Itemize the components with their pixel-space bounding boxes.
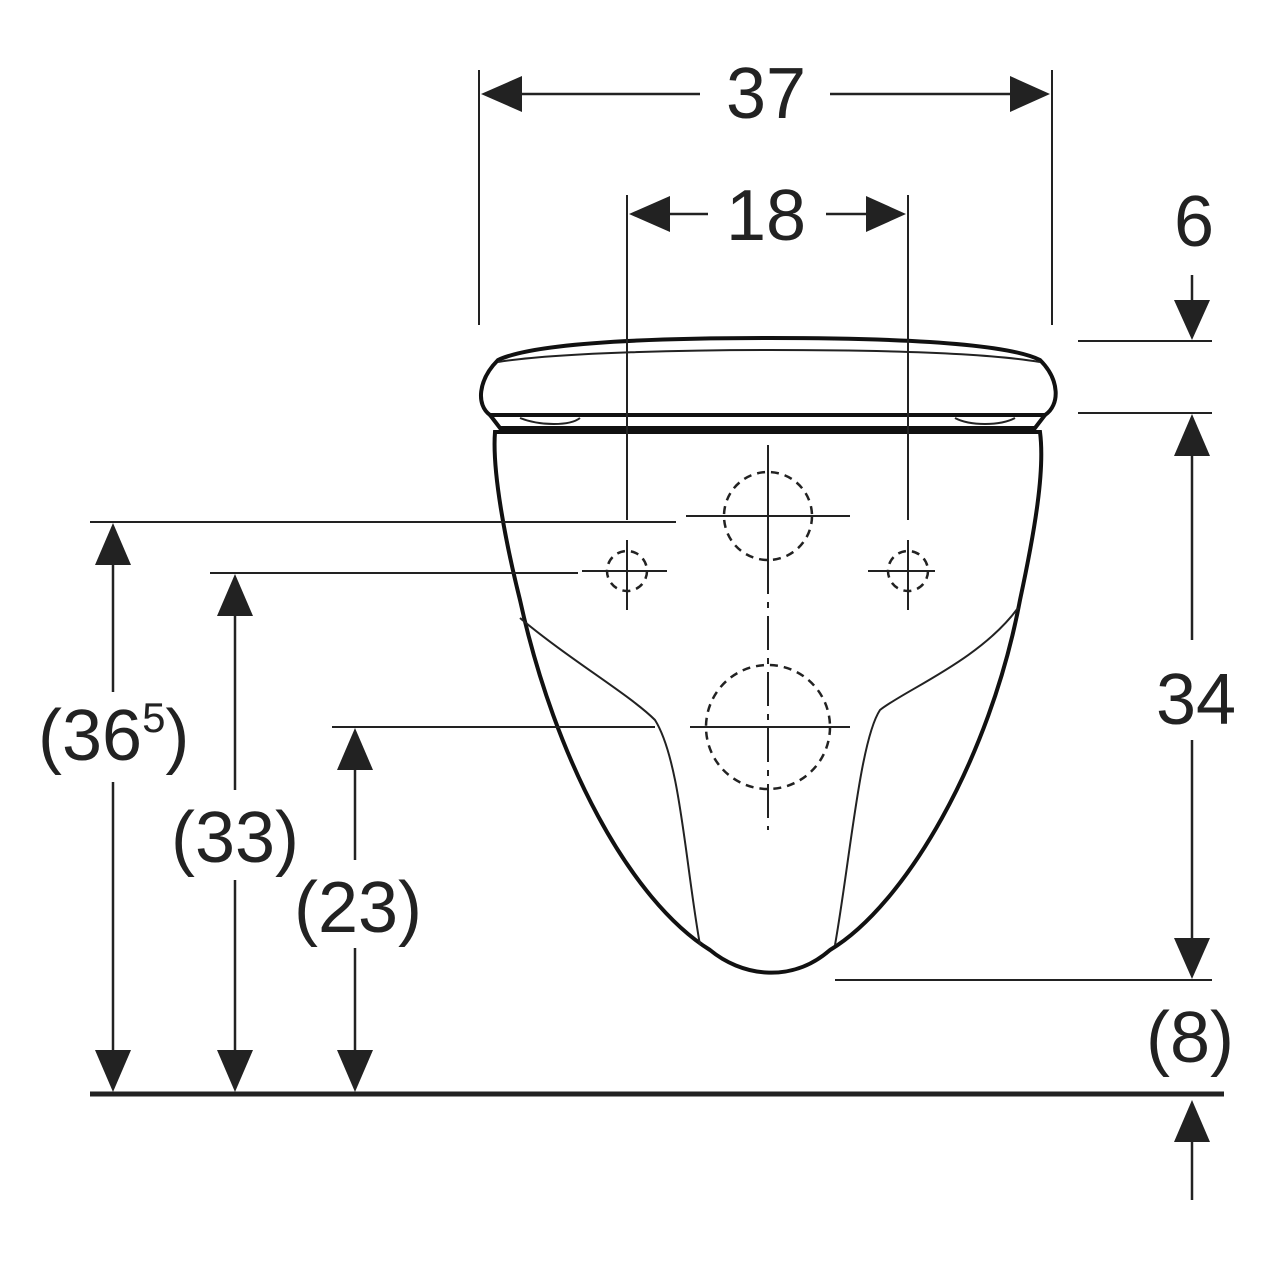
dimension-label-23: (23): [294, 868, 422, 948]
toilet-seat: [478, 335, 1058, 430]
dimension-label-34: 34: [1156, 660, 1236, 740]
dimension-label-37: 37: [726, 54, 806, 134]
left-side-hole: [582, 540, 667, 610]
dimension-outlet-height: (23): [294, 728, 422, 1092]
dimension-label-36-5: (365): [38, 694, 189, 776]
dimension-label-18: 18: [726, 176, 806, 256]
dimension-width-total: 37: [481, 54, 1050, 134]
dimension-floor-gap: (8): [1146, 998, 1234, 1200]
dimension-seat-thickness: 6: [1174, 182, 1214, 340]
dimension-hole-spacing: 18: [629, 176, 906, 256]
dimension-label-8: (8): [1146, 998, 1234, 1078]
dimension-upper-fixing-height: (365): [38, 523, 189, 1092]
right-side-hole: [868, 540, 935, 610]
extension-lines: [90, 70, 1224, 1097]
dimension-side-holes-height: (33): [171, 574, 299, 1092]
dimension-label-6: 6: [1174, 182, 1214, 262]
upper-fixing-hole: [686, 445, 850, 562]
outlet-hole: [690, 560, 850, 830]
dimension-bowl-height: 34: [1156, 414, 1236, 979]
dimension-label-33: (33): [171, 798, 299, 878]
